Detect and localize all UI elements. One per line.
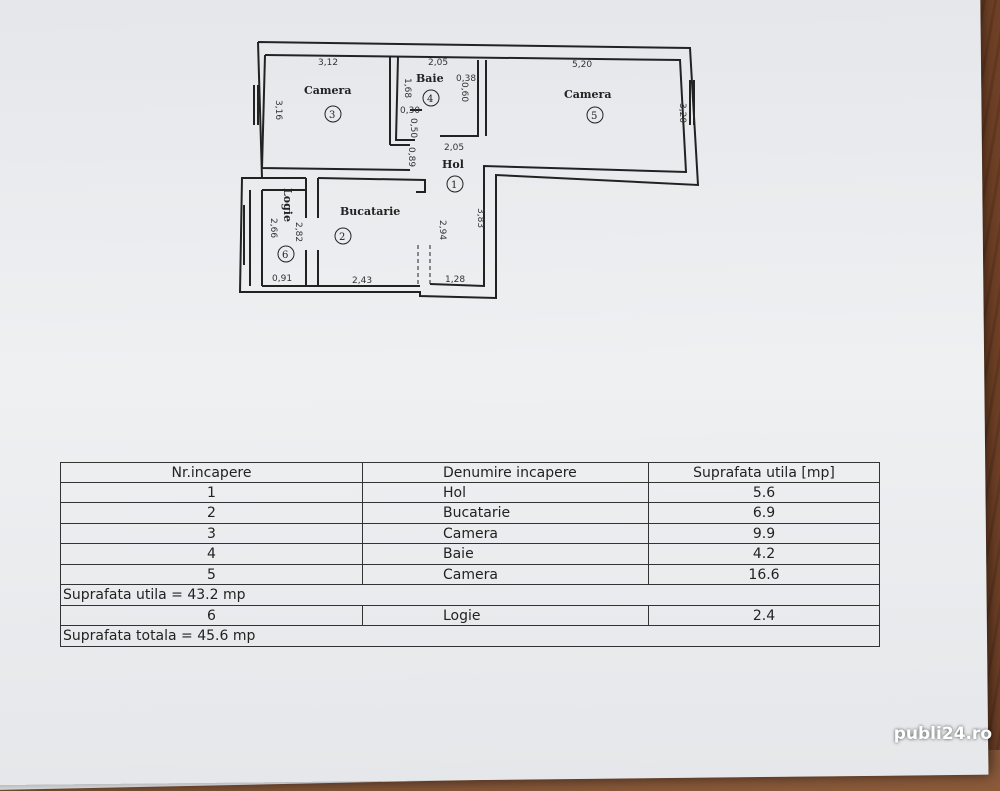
watermark-logo: publi24.ro: [893, 724, 992, 744]
row-area: 16.6: [748, 566, 780, 583]
table-row: 5 Camera 16.6: [60, 564, 880, 585]
dim-5-20: 5,20: [572, 60, 592, 70]
row-name: Camera: [363, 564, 649, 584]
room-label-hol: Hol: [442, 158, 464, 171]
row-name: Baie: [363, 544, 649, 564]
table-row: 3 Camera 9.9: [60, 523, 880, 544]
dim-2-43: 2,43: [352, 276, 372, 286]
table-row: 1 Hol 5.6: [60, 482, 880, 503]
dim-3-83: 3,83: [475, 208, 485, 228]
room-marker-4: [422, 89, 440, 107]
dim-3-16: 3,16: [273, 100, 283, 120]
dim-0-60: 0,60: [459, 82, 469, 102]
room-marker-2: [334, 227, 352, 245]
dim-2-05-bottom: 2,05: [444, 143, 464, 153]
total-row: Suprafata totala = 45.6 mp: [60, 626, 880, 647]
dim-2-82: 2,82: [293, 222, 303, 242]
dim-2-05-top: 2,05: [428, 58, 448, 68]
room-marker-1: [446, 175, 464, 193]
dim-3-12: 3,12: [318, 58, 338, 68]
table-row: 2 Bucatarie 6.9: [60, 503, 880, 524]
header-name: Denumire incapere: [363, 463, 649, 482]
row-area: 4.2: [752, 546, 776, 562]
dim-0-50: 0,50: [408, 118, 418, 138]
dim-2-94: 2,94: [437, 220, 447, 240]
dim-0-38: 0,38: [456, 74, 476, 84]
room-label-camera-3: Camera: [304, 84, 351, 97]
room-number-1: 1: [451, 180, 457, 191]
dim-2-66: 2,66: [268, 218, 278, 238]
row-name: Logie: [363, 605, 649, 625]
row-area: 5.6: [752, 484, 776, 501]
row-nr: 2: [61, 503, 363, 523]
dim-0-30: 0,30: [400, 106, 420, 116]
row-nr: 5: [61, 564, 363, 584]
subtotal-text: Suprafata utila = 43.2 mp: [63, 587, 246, 603]
table-header-row: Nr.incapere Denumire incapere Suprafata …: [60, 462, 880, 483]
row-name: Bucatarie: [363, 503, 649, 523]
room-number-2: 2: [339, 232, 345, 243]
room-number-6: 6: [282, 250, 288, 261]
row-nr: 4: [61, 544, 363, 564]
row-nr: 1: [61, 482, 363, 502]
room-marker-3: [324, 105, 342, 123]
row-area: 2.4: [752, 607, 776, 624]
floor-plan: Camera 3 Baie 4 Camera 5 Hol 1 Bucatarie…: [238, 41, 700, 300]
total-text: Suprafata totala = 45.6 mp: [63, 628, 256, 644]
row-name: Camera: [363, 523, 649, 543]
dim-0-89: 0,89: [406, 147, 416, 167]
room-label-bucatarie: Bucatarie: [340, 205, 400, 218]
row-nr: 3: [61, 523, 363, 543]
dim-1-68: 1,68: [402, 78, 412, 98]
room-marker-5: [586, 106, 604, 124]
room-number-3: 3: [329, 110, 335, 121]
header-area: Suprafata utila [mp]: [693, 465, 835, 481]
row-nr: 6: [61, 605, 363, 625]
header-nr: Nr.incapere: [61, 463, 363, 482]
room-number-4: 4: [427, 94, 433, 105]
area-table: Nr.incapere Denumire incapere Suprafata …: [60, 462, 880, 647]
room-label-camera-5: Camera: [564, 88, 611, 101]
dim-0-91: 0,91: [272, 274, 292, 284]
row-area: 9.9: [752, 525, 776, 542]
table-row: 6 Logie 2.4: [60, 605, 880, 626]
room-label-logie: Logie: [281, 188, 294, 222]
room-number-5: 5: [591, 111, 597, 122]
room-marker-6: [277, 245, 295, 263]
row-area: 6.9: [752, 505, 776, 521]
dim-1-28: 1,28: [445, 275, 465, 285]
room-label-baie: Baie: [416, 72, 444, 85]
dim-3-20: 3,20: [677, 103, 687, 123]
subtotal-row: Suprafata utila = 43.2 mp: [60, 585, 880, 606]
table-row: 4 Baie 4.2: [60, 544, 880, 565]
row-name: Hol: [363, 482, 649, 502]
